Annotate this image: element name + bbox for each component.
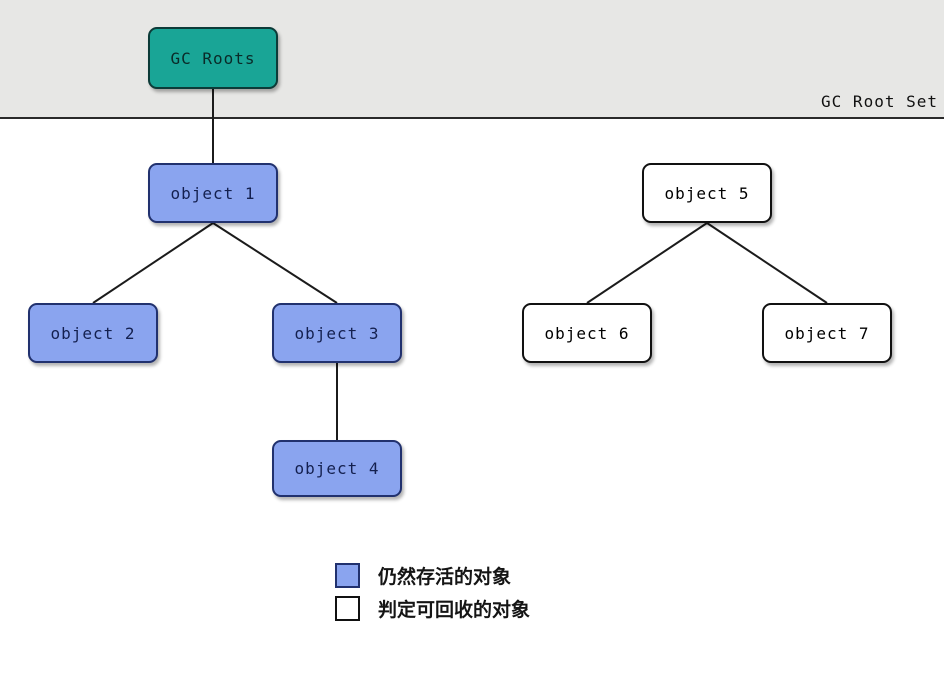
node-label: GC Roots <box>170 48 256 68</box>
node-object6[interactable]: object 6 <box>522 303 652 363</box>
legend-row-alive: 仍然存活的对象 <box>335 559 530 592</box>
legend-row-dead: 判定可回收的对象 <box>335 592 530 625</box>
legend: 仍然存活的对象判定可回收的对象 <box>335 559 530 625</box>
node-object7[interactable]: object 7 <box>762 303 892 363</box>
edge-object1-to-object2 <box>92 222 214 304</box>
node-label: object 2 <box>50 323 136 343</box>
edge-object5-to-object7 <box>706 222 828 304</box>
edge-object5-to-object6 <box>586 222 708 304</box>
gc-root-region-band <box>0 0 944 119</box>
node-label: object 7 <box>784 323 870 343</box>
node-gcroots[interactable]: GC Roots <box>148 27 278 89</box>
node-label: object 5 <box>664 183 750 203</box>
node-object3[interactable]: object 3 <box>272 303 402 363</box>
node-label: object 1 <box>170 183 256 203</box>
legend-swatch-dead <box>335 596 360 621</box>
node-label: object 6 <box>544 323 630 343</box>
gc-root-set-label: GC Root Set <box>821 92 938 111</box>
legend-label: 判定可回收的对象 <box>378 599 531 621</box>
node-label: object 4 <box>294 459 380 478</box>
node-label: object 3 <box>294 323 380 343</box>
edge-object1-to-object3 <box>212 222 338 304</box>
node-object2[interactable]: object 2 <box>28 303 158 363</box>
legend-label: 仍然存活的对象 <box>378 566 512 588</box>
legend-swatch-alive <box>335 563 360 588</box>
node-object4[interactable]: object 4 <box>272 440 402 497</box>
node-object1[interactable]: object 1 <box>148 163 278 223</box>
node-object5[interactable]: object 5 <box>642 163 772 223</box>
